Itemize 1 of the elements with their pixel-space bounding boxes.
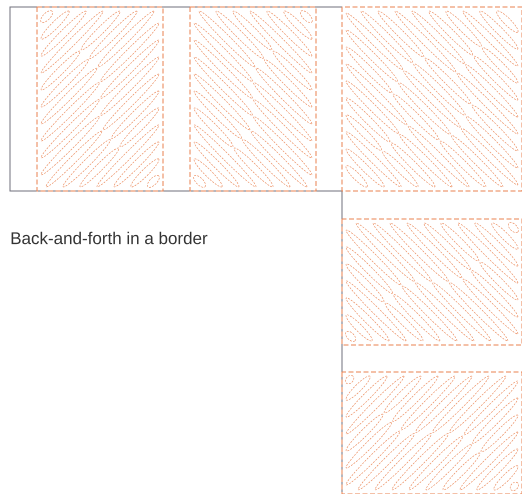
caption-text: Back-and-forth in a border: [12, 232, 208, 244]
